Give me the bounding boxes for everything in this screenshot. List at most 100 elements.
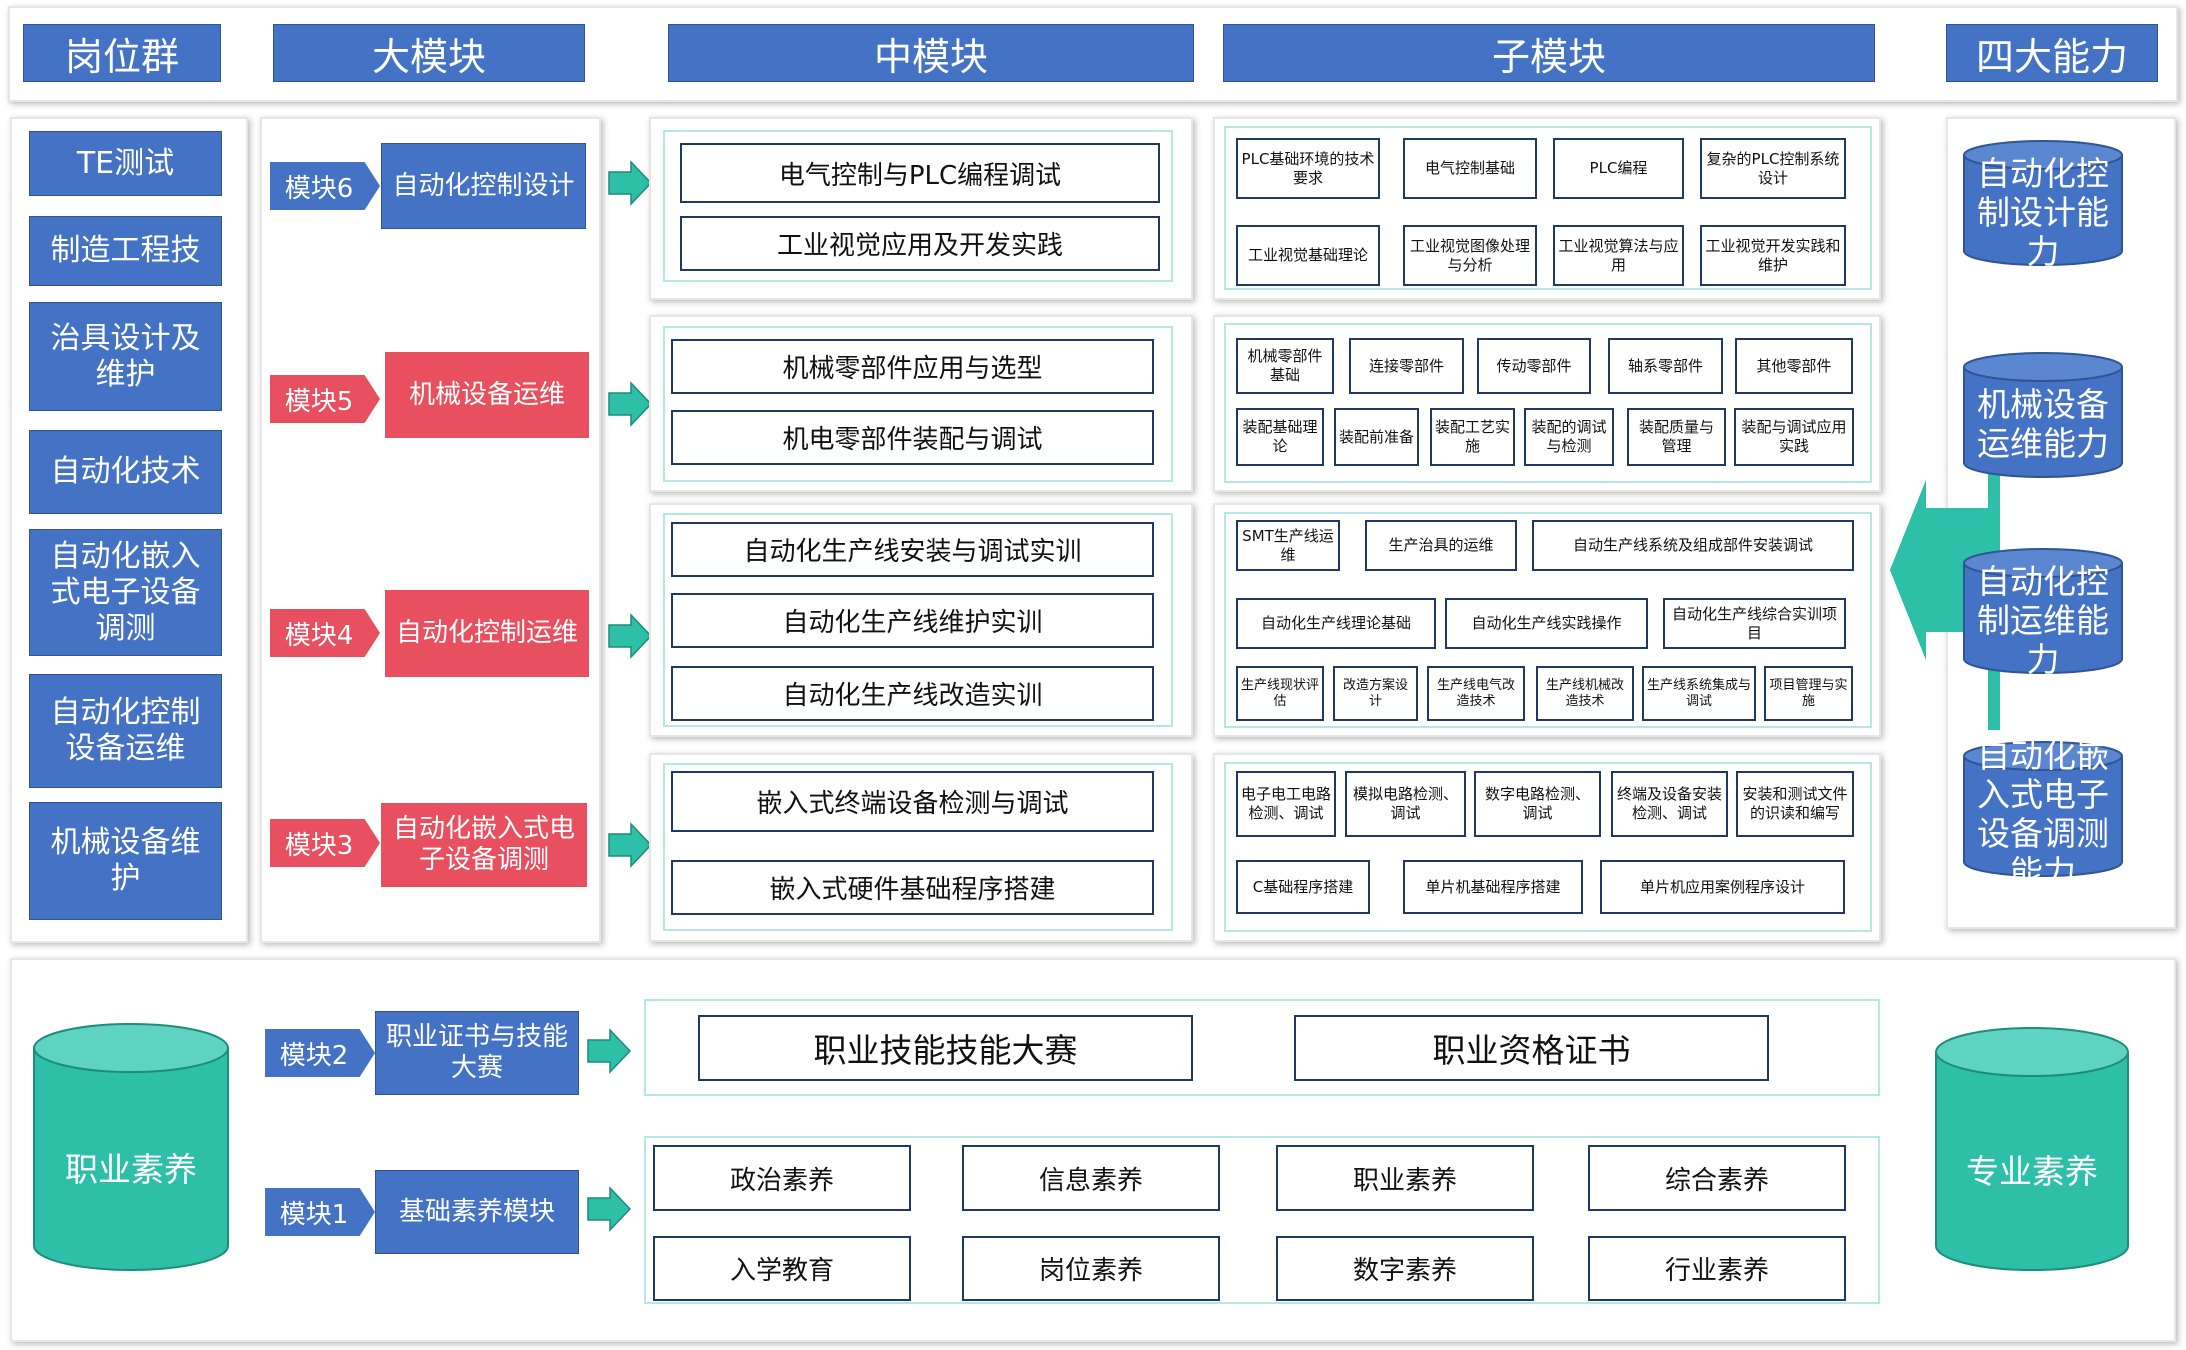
module2-arrow-icon [587, 1028, 632, 1074]
module3-sub-2-3: 单片机应用案例程序设计 [1600, 860, 1845, 914]
module4-sub-3-5: 生产线系统集成与调试 [1642, 666, 1756, 721]
module5-sub-1-1: 机械零部件基础 [1236, 338, 1334, 394]
module4-sub-3-2: 改造方案设计 [1333, 666, 1418, 721]
module4-name: 自动化控制运维 [385, 590, 589, 677]
module4-sub-1-2: 生产治具的运维 [1365, 520, 1517, 571]
position-control-ops: 自动化控制设备运维 [29, 674, 222, 788]
module5-middle-1: 机械零部件应用与选型 [671, 339, 1154, 394]
module5-sub-2-4: 装配的调试与检测 [1524, 408, 1614, 466]
module1-item-information: 信息素养 [962, 1145, 1220, 1211]
ability-3-label: 自动化控制运维能力 [1977, 561, 2109, 679]
module3-sub-2-1: C基础程序搭建 [1236, 860, 1370, 914]
header-abilities: 四大能力 [1946, 24, 2158, 82]
module6-sub-1-2: 电气控制基础 [1403, 138, 1537, 199]
module5-name: 机械设备运维 [385, 352, 589, 438]
right-cylinder: 专业素养 [1934, 1026, 2130, 1272]
position-mechanical: 机械设备维护 [29, 802, 222, 920]
module2-item-2: 职业资格证书 [1294, 1015, 1769, 1081]
module4-sub-3-3: 生产线电气改造技术 [1427, 666, 1525, 721]
module5-sub-2-3: 装配工艺实施 [1430, 408, 1515, 466]
module1-item-comprehensive: 综合素养 [1588, 1145, 1846, 1211]
module6-sub-2-4: 工业视觉开发实践和维护 [1700, 225, 1846, 286]
module4-arrow-icon [608, 613, 653, 659]
left-cylinder-label: 职业素养 [65, 1150, 197, 1189]
module2-name: 职业证书与技能大赛 [375, 1011, 579, 1095]
left-cylinder: 职业素养 [32, 1022, 230, 1272]
module6-sub-2-3: 工业视觉算法与应用 [1553, 225, 1684, 286]
header-middle-modules: 中模块 [668, 24, 1194, 82]
header-sub-modules: 子模块 [1223, 24, 1875, 82]
module4-sub-3-4: 生产线机械改造技术 [1536, 666, 1634, 721]
position-te-test: TE测试 [29, 131, 222, 196]
module5-sub-1-4: 轴系零部件 [1608, 338, 1723, 394]
module3-tag: 模块3 [270, 819, 380, 867]
module6-sub-2-1: 工业视觉基础理论 [1236, 225, 1380, 286]
position-fixture: 治具设计及维护 [29, 302, 222, 411]
module6-name: 自动化控制设计 [381, 143, 586, 229]
module3-name: 自动化嵌入式电子设备调测 [381, 803, 587, 887]
ability-2-label: 机械设备运维能力 [1977, 385, 2109, 463]
module3-middle-2: 嵌入式硬件基础程序搭建 [671, 860, 1154, 915]
module1-item-industry: 行业素养 [1588, 1236, 1846, 1301]
module5-sub-2-2: 装配前准备 [1334, 408, 1419, 466]
module5-sub-2-6: 装配与调试应用实践 [1734, 408, 1854, 466]
module1-item-political: 政治素养 [653, 1145, 911, 1211]
module4-sub-3-6: 项目管理与实施 [1764, 666, 1853, 721]
module4-middle-1: 自动化生产线安装与调试实训 [671, 522, 1154, 577]
position-automation: 自动化技术 [29, 430, 222, 514]
module4-sub-1-1: SMT生产线运维 [1236, 520, 1340, 571]
module3-sub-2-2: 单片机基础程序搭建 [1403, 860, 1583, 914]
ability-cylinder-3: 自动化控制运维能力 [1962, 547, 2124, 679]
module1-arrow-icon [587, 1186, 632, 1232]
module3-sub-1-1: 电子电工电路检测、调试 [1236, 771, 1336, 837]
module1-item-position: 岗位素养 [962, 1236, 1220, 1301]
module3-sub-1-4: 终端及设备安装检测、调试 [1611, 771, 1728, 837]
module5-arrow-icon [608, 381, 653, 427]
module4-sub-2-2: 自动化生产线实践操作 [1445, 598, 1648, 649]
position-manufacturing: 制造工程技 [29, 216, 222, 286]
module6-sub-1-1: PLC基础环境的技术要求 [1236, 138, 1380, 199]
module4-tag: 模块4 [270, 609, 380, 657]
module3-arrow-icon [608, 822, 653, 868]
module3-sub-1-5: 安装和测试文件的识读和编写 [1736, 771, 1854, 837]
module1-item-digital: 数字素养 [1276, 1236, 1534, 1301]
module5-middle-2: 机电零部件装配与调试 [671, 410, 1154, 465]
module1-name: 基础素养模块 [375, 1170, 579, 1254]
module4-middle-2: 自动化生产线维护实训 [671, 593, 1154, 648]
module2-item-1: 职业技能技能大赛 [698, 1015, 1193, 1081]
module3-sub-1-2: 模拟电路检测、调试 [1345, 771, 1466, 837]
module6-sub-2-2: 工业视觉图像处理与分析 [1403, 225, 1537, 286]
module6-middle-1: 电气控制与PLC编程调试 [680, 143, 1160, 203]
module1-item-professional: 职业素养 [1276, 1145, 1534, 1211]
position-embedded: 自动化嵌入式电子设备调测 [29, 529, 222, 656]
module5-sub-1-3: 传动零部件 [1477, 338, 1591, 394]
header-large-modules: 大模块 [273, 24, 585, 82]
module4-sub-3-1: 生产线现状评估 [1236, 666, 1324, 721]
ability-cylinder-4: 自动化嵌入式电子设备调测能力 [1962, 736, 2124, 892]
module4-sub-2-1: 自动化生产线理论基础 [1236, 598, 1436, 649]
module3-middle-1: 嵌入式终端设备检测与调试 [671, 771, 1154, 832]
module6-sub-1-3: PLC编程 [1553, 138, 1684, 199]
right-cylinder-label: 专业素养 [1966, 1152, 2098, 1191]
module5-sub-1-2: 连接零部件 [1349, 338, 1464, 394]
module6-tag: 模块6 [270, 162, 380, 210]
module6-middle-2: 工业视觉应用及开发实践 [680, 216, 1160, 271]
module4-middle-3: 自动化生产线改造实训 [671, 666, 1154, 721]
module5-tag: 模块5 [270, 375, 380, 423]
ability-cylinder-1: 自动化控制设计能力 [1962, 139, 2124, 271]
module5-sub-2-1: 装配基础理论 [1236, 408, 1324, 466]
module5-sub-2-5: 装配质量与管理 [1627, 408, 1726, 466]
ability-4-label: 自动化嵌入式电子设备调测能力 [1977, 736, 2109, 892]
ability-1-label: 自动化控制设计能力 [1977, 153, 2109, 271]
ability-cylinder-2: 机械设备运维能力 [1962, 351, 2124, 479]
module1-item-orientation: 入学教育 [653, 1236, 911, 1301]
module5-sub-1-5: 其他零部件 [1735, 338, 1853, 394]
module6-sub-1-4: 复杂的PLC控制系统设计 [1700, 138, 1846, 199]
module4-sub-2-3: 自动化生产线综合实训项目 [1663, 598, 1846, 649]
module2-tag: 模块2 [265, 1029, 375, 1077]
module1-tag: 模块1 [265, 1188, 375, 1236]
module3-sub-1-3: 数字电路检测、调试 [1474, 771, 1601, 837]
module6-arrow-icon [608, 160, 653, 206]
module4-sub-1-3: 自动生产线系统及组成部件安装调试 [1532, 520, 1854, 571]
header-positions: 岗位群 [23, 24, 221, 82]
